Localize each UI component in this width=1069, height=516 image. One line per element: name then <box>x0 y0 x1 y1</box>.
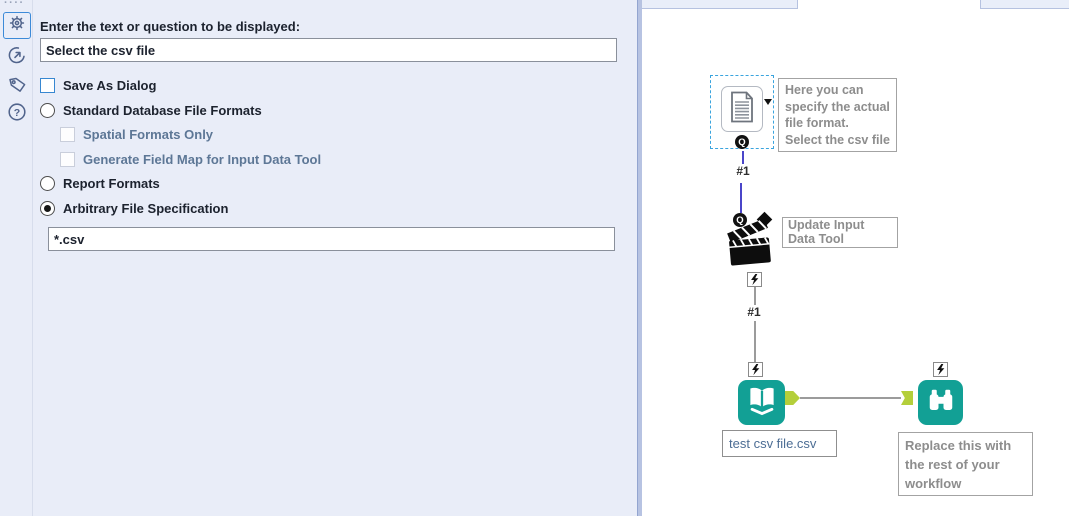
help-tab-button[interactable]: ? <box>3 101 31 128</box>
settings-tab-button[interactable] <box>3 12 31 39</box>
lightning-anchor-icon[interactable] <box>748 362 763 377</box>
document-icon <box>729 91 755 128</box>
cut-off-annotation-top <box>641 0 798 9</box>
lightning-anchor-icon[interactable] <box>933 362 948 377</box>
radio-circle <box>40 175 55 191</box>
action-connection-wire[interactable] <box>754 321 756 362</box>
open-shortcut-tab-button[interactable] <box>3 44 31 71</box>
connection-label[interactable]: #1 <box>747 305 761 319</box>
browse-tool-icon[interactable] <box>918 380 963 425</box>
input-tool-caption[interactable]: test csv file.csv <box>722 430 837 457</box>
checkbox-box <box>60 126 75 142</box>
input-anchor[interactable] <box>901 391 913 405</box>
checkbox-label: Save As Dialog <box>63 77 157 93</box>
svg-text:?: ? <box>14 107 20 119</box>
question-anchor-icon[interactable]: Q <box>735 135 749 149</box>
question-connection-wire[interactable] <box>742 151 744 164</box>
tag-icon <box>7 74 28 100</box>
action-tool-icon[interactable] <box>727 210 779 275</box>
arbitrary-file-specification-radio[interactable]: Arbitrary File Specification <box>40 200 228 216</box>
question-anchor-icon[interactable]: Q <box>733 213 747 227</box>
report-formats-radio[interactable]: Report Formats <box>40 175 160 191</box>
file-browse-tool-icon[interactable] <box>721 86 763 132</box>
action-connection-wire[interactable] <box>754 287 756 305</box>
radio-circle <box>40 102 55 118</box>
question-label: Enter the text or question to be display… <box>40 19 301 34</box>
action-tool-annotation[interactable]: Update Input Data Tool <box>782 217 898 248</box>
checkbox-label: Spatial Formats Only <box>83 126 214 142</box>
connection-label[interactable]: #1 <box>736 164 750 178</box>
spatial-formats-only-checkbox[interactable]: Spatial Formats Only <box>60 126 213 142</box>
checkbox-box <box>60 151 75 167</box>
browse-tool-annotation[interactable]: Replace this with the rest of your workf… <box>898 432 1033 496</box>
dropdown-caret-icon <box>764 99 772 105</box>
question-mark-icon: ? <box>6 101 28 128</box>
cut-off-annotation-top <box>980 0 1069 9</box>
panel-splitter[interactable] <box>637 0 642 516</box>
drag-handle-dots: ···· <box>4 0 25 9</box>
arrow-circle-icon <box>6 44 28 71</box>
open-book-icon <box>744 383 780 422</box>
question-text-input[interactable] <box>40 38 617 62</box>
radio-label: Standard Database File Formats <box>63 102 262 118</box>
question-connection-wire[interactable] <box>740 183 742 213</box>
generate-field-map-checkbox[interactable]: Generate Field Map for Input Data Tool <box>60 151 321 167</box>
checkbox-box <box>40 77 55 93</box>
interface-designer-toolbar: ···· <box>0 0 33 516</box>
standard-database-formats-radio[interactable]: Standard Database File Formats <box>40 102 262 118</box>
radio-label: Report Formats <box>63 175 160 191</box>
radio-circle <box>40 200 55 216</box>
data-connection-wire[interactable] <box>800 397 901 399</box>
output-anchor[interactable] <box>785 391 800 405</box>
save-as-dialog-checkbox[interactable]: Save As Dialog <box>40 77 156 93</box>
tool-configuration-panel: ···· <box>0 0 637 516</box>
checkbox-label: Generate Field Map for Input Data Tool <box>83 151 322 167</box>
gear-icon <box>7 13 27 38</box>
binoculars-icon <box>926 385 956 420</box>
input-data-tool-icon[interactable] <box>738 380 785 425</box>
tag-tab-button[interactable] <box>3 73 31 100</box>
file-specification-input[interactable] <box>48 227 615 251</box>
lightning-anchor-icon[interactable] <box>747 272 762 287</box>
radio-label: Arbitrary File Specification <box>63 200 229 216</box>
file-browse-annotation[interactable]: Here you can specify the actual file for… <box>778 78 897 152</box>
